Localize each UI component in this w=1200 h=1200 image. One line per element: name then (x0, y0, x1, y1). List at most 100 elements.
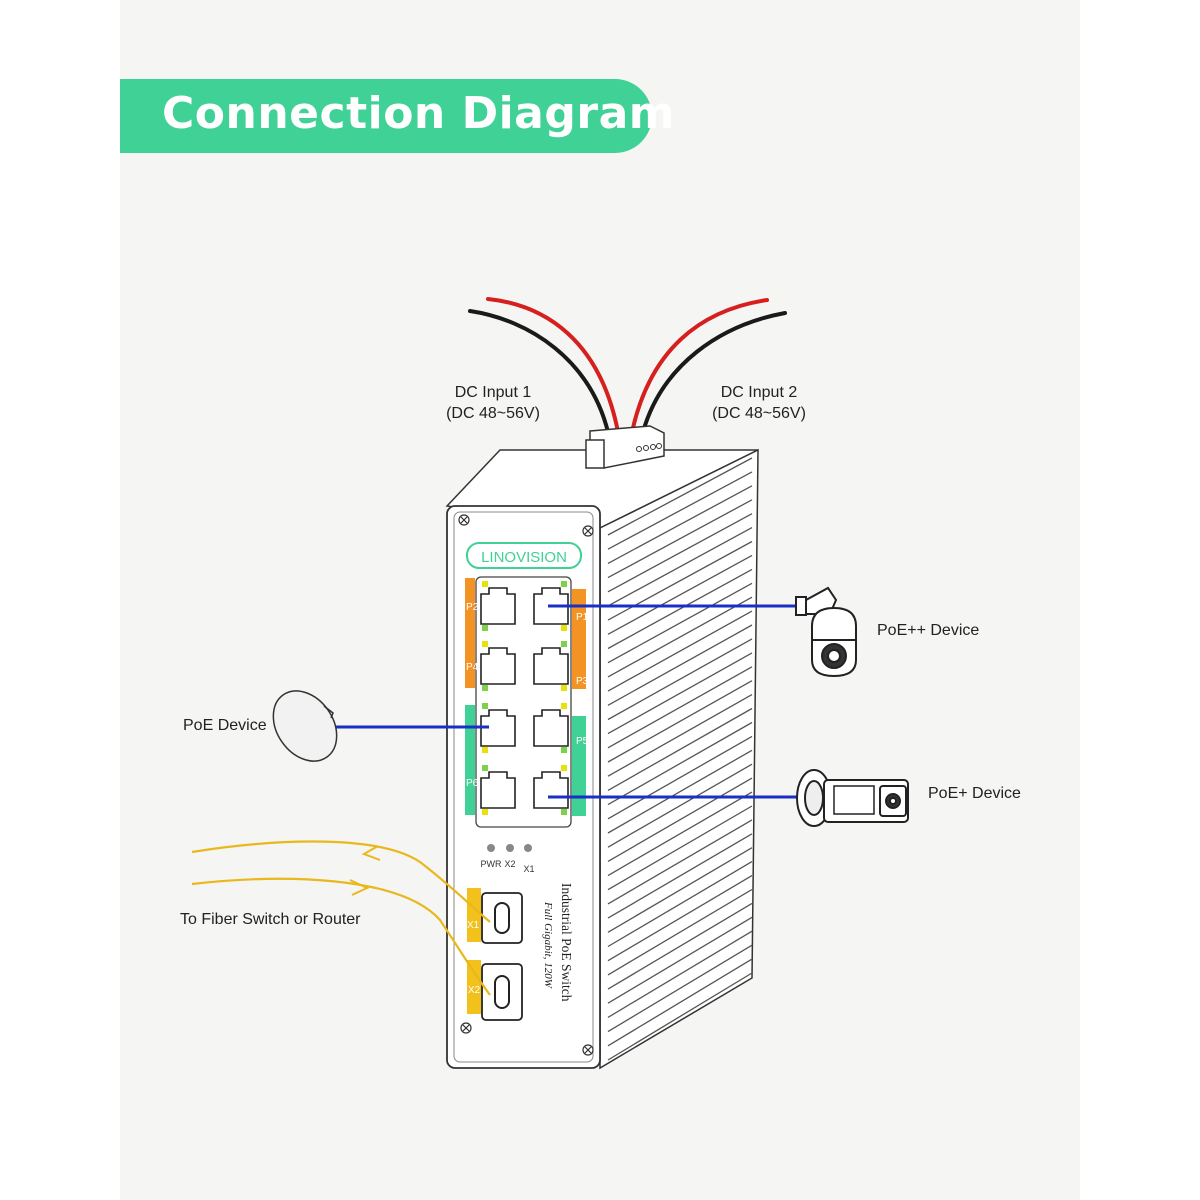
heatsink-fin (607, 694, 753, 777)
heatsink-fin (607, 457, 753, 536)
rj45-port (533, 765, 569, 815)
heatsink-fin (607, 749, 753, 834)
heatsink-fin (607, 916, 753, 1004)
heatsink-fin (607, 568, 753, 650)
dc-input-2-red-wire (630, 298, 769, 434)
heatsink-fin (607, 819, 753, 905)
led-x2 (506, 844, 514, 852)
led-label-x1: X1 (523, 864, 534, 874)
brand-badge (466, 542, 582, 569)
fiber-cables (191, 840, 491, 996)
page-title: Connection Diagram (162, 88, 676, 139)
heatsink-fin (607, 805, 753, 891)
ethernet-cables (336, 604, 798, 799)
product-spec: Full Gigabit, 120W (542, 901, 554, 989)
port-label-p6: P6 (466, 778, 479, 789)
ptz-camera-icon (795, 586, 857, 678)
fiber-cable-2 (191, 877, 491, 996)
fiber-arrow-2 (349, 879, 370, 896)
fiber-cable-1 (191, 840, 491, 923)
heatsink-fin (607, 777, 753, 862)
heatsink-fin (607, 596, 753, 678)
heatsink-fin (607, 958, 753, 1047)
poe-plus-device-label: PoE+ Device (928, 785, 1021, 802)
ceiling-ap-icon (272, 690, 338, 762)
status-leds: PWR X2 X1 (481, 844, 535, 874)
rj45-port (480, 641, 516, 691)
rj45-port (480, 703, 516, 753)
heatsink-fin (607, 735, 753, 820)
power-terminal-block (585, 425, 665, 469)
dc-input-1-name: DC Input 1 (454, 384, 532, 401)
heatsink-fin (607, 638, 753, 721)
port-group-green-right (572, 716, 586, 816)
dc-input-2-label: DC Input 2 (DC 48~56V) (696, 382, 822, 424)
poe-plus-plus-device-label: PoE++ Device (877, 622, 980, 639)
port-label-p3: P3 (576, 676, 589, 687)
port-group-green-left (465, 705, 475, 815)
product-name: Industrial PoE Switch (559, 883, 574, 1002)
sfp-label-x2: X2 (468, 985, 481, 996)
fiber-arrow-1 (361, 845, 381, 861)
brand-logo-text: LINOVISION (481, 549, 567, 566)
heatsink-fin (607, 582, 753, 664)
heatsink-fin (607, 554, 753, 635)
port-group-orange-left (465, 578, 475, 688)
port-label-p4: P4 (466, 662, 479, 673)
rj45-port (533, 641, 569, 691)
sfp-port-x1: X1 (467, 888, 523, 944)
rj45-port (533, 703, 569, 753)
heatsink-fin (607, 513, 753, 593)
heatsink-fin (607, 930, 753, 1018)
heatsink-fin (607, 527, 753, 607)
heatsink-fin (607, 888, 753, 976)
dc-input-1-label: DC Input 1 (DC 48~56V) (430, 382, 556, 424)
port-label-p1: P1 (576, 612, 589, 623)
heatsink-fin (607, 902, 753, 990)
switch-body: LINOVISION P2 P1 P4 P3 P6 P5 PWR X2 X1 (445, 425, 759, 1070)
heatsink-fin (607, 763, 753, 848)
heatsink-fin (607, 610, 753, 692)
heatsink-fin (607, 707, 753, 791)
heatsink-fin (607, 721, 753, 806)
heatsink-fin (607, 944, 753, 1033)
heatsink-fin (607, 680, 753, 763)
heatsink-fin (607, 499, 753, 579)
heatsink-fin (607, 652, 753, 735)
dc-input-1-red-wire (486, 297, 620, 434)
dc-input-2-black-wire (641, 311, 787, 434)
power-cables (468, 297, 787, 434)
sfp-label-x1: X1 (467, 920, 480, 931)
led-label-x2: X2 (504, 859, 515, 869)
port-area-frame (475, 576, 572, 828)
dc-input-1-black-wire (468, 309, 610, 434)
port-label-p2: P2 (466, 602, 479, 613)
heatsink-fin (607, 861, 753, 948)
dc-input-1-range: (DC 48~56V) (446, 405, 540, 422)
rj45-port (480, 581, 516, 631)
poe-device-label: PoE Device (183, 717, 267, 734)
led-label-pwr: PWR (481, 859, 502, 869)
port-label-p5: P5 (576, 736, 589, 747)
heatsink-fin (607, 833, 753, 919)
rj45-ports (480, 581, 569, 815)
dc-input-2-name: DC Input 2 (720, 384, 798, 401)
heatsink-fin (607, 624, 753, 706)
heatsink-fin (607, 972, 753, 1061)
dc-input-2-range: (DC 48~56V) (712, 405, 806, 422)
panel-screws (458, 514, 594, 1056)
heatsink-fin (607, 485, 753, 564)
bullet-camera-icon (796, 769, 909, 827)
fiber-destination-label: To Fiber Switch or Router (180, 911, 361, 928)
heatsink-fin (607, 666, 753, 749)
heatsink-fin (607, 847, 753, 933)
led-x1 (524, 844, 532, 852)
heatsink-fin (607, 791, 753, 877)
heatsink-fin (607, 875, 753, 962)
rj45-port (480, 765, 516, 815)
port-group-orange-right (572, 589, 586, 689)
heatsink-fins (607, 457, 753, 1061)
title-banner (120, 79, 652, 153)
